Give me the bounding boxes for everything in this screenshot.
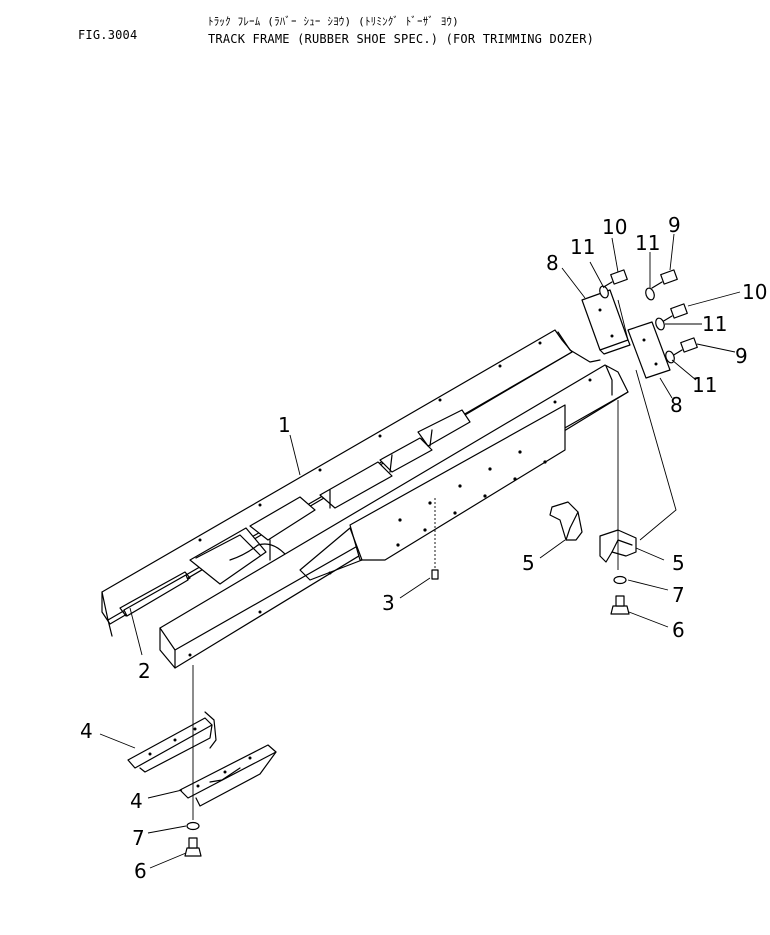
bolt-part-10-lower xyxy=(661,303,688,323)
bolt-part-9-upper xyxy=(651,269,678,289)
callout-6-left: 6 xyxy=(134,859,147,883)
callout-5-right: 5 xyxy=(672,551,685,575)
figure-number: FIG.3004 xyxy=(78,28,138,42)
bracket-part-4-upper xyxy=(127,711,217,773)
title-japanese: ﾄﾗｯｸ ﾌﾚｰﾑ (ﾗﾊﾞｰ ｼｭｰ ｼﾖｳ) (ﾄﾘﾐﾝｸﾞ ﾄﾞｰｻﾞ ﾖ… xyxy=(208,15,459,28)
callout-9-upper: 9 xyxy=(668,213,681,237)
slide-bar xyxy=(123,574,189,617)
washer-part-11-c xyxy=(655,317,665,331)
callout-labels: 1 2 3 4 4 5 5 6 6 7 7 8 8 9 9 10 10 11 1… xyxy=(80,213,767,883)
washer-part-11-b xyxy=(645,287,655,301)
plate-part-8-lower xyxy=(627,321,671,379)
track-frame xyxy=(101,329,629,669)
callout-5-left: 5 xyxy=(522,551,535,575)
callout-4-upper: 4 xyxy=(80,719,93,743)
washer-part-7-right xyxy=(613,575,627,585)
callout-3: 3 xyxy=(382,591,395,615)
plate-part-8-upper xyxy=(581,289,631,355)
callout-11-d: 11 xyxy=(692,373,717,397)
callout-8-lower: 8 xyxy=(670,393,683,417)
callout-6-right: 6 xyxy=(672,618,685,642)
bolt-part-6-right xyxy=(610,595,630,615)
callout-11-b: 11 xyxy=(635,231,660,255)
callout-11-a: 11 xyxy=(570,235,595,259)
callout-8-upper: 8 xyxy=(546,251,559,275)
cover-part-5-left xyxy=(549,501,583,541)
callout-10-lower: 10 xyxy=(742,280,767,304)
callout-11-c: 11 xyxy=(702,312,727,336)
callout-1: 1 xyxy=(278,413,291,437)
washer-part-11-a xyxy=(599,285,609,299)
leader-line-plate-upper xyxy=(617,299,629,341)
callout-10-upper: 10 xyxy=(602,215,627,239)
callout-7-right: 7 xyxy=(672,583,685,607)
bolt-part-10-upper xyxy=(601,269,628,289)
bolt-part-9-lower xyxy=(671,337,698,357)
bracket-part-4-lower xyxy=(179,744,277,807)
callout-leaders xyxy=(99,233,741,869)
washer-part-7-left xyxy=(186,821,200,831)
callout-2: 2 xyxy=(138,659,151,683)
leader-line-plate xyxy=(635,369,677,541)
title-english: TRACK FRAME (RUBBER SHOE SPEC.) (FOR TRI… xyxy=(208,32,595,46)
callout-4-lower: 4 xyxy=(130,789,143,813)
plug-part-3 xyxy=(431,498,439,580)
callout-9-lower: 9 xyxy=(735,344,748,368)
callout-7-left: 7 xyxy=(132,826,145,850)
bolt-part-6-left xyxy=(184,837,202,857)
